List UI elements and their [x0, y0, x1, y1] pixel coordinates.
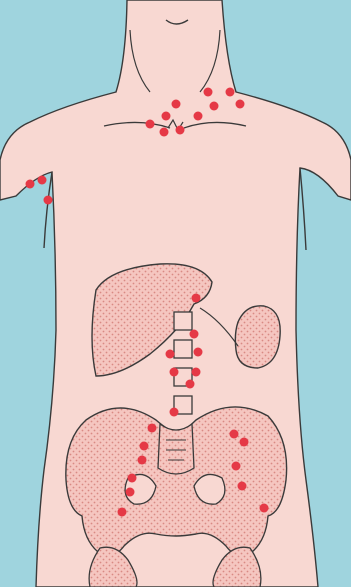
lymph-node-para-aortic	[192, 368, 201, 377]
lymph-node-iliac	[140, 442, 149, 451]
lymph-node-inguinal	[128, 474, 137, 483]
lymph-node-cervical	[194, 112, 203, 121]
lymph-node-inguinal	[260, 504, 269, 513]
vertebra	[174, 340, 192, 358]
lymph-node-supraclavicular	[162, 112, 171, 121]
lymph-node-cervical	[172, 100, 181, 109]
lymph-node-para-aortic	[166, 350, 175, 359]
lymph-node-para-aortic	[192, 294, 201, 303]
lymph-node-cervical	[204, 88, 213, 97]
lymph-node-cervical	[226, 88, 235, 97]
lymph-node-inguinal	[126, 488, 135, 497]
lymph-node-axillary	[44, 196, 53, 205]
lymph-node-iliac	[230, 430, 239, 439]
lymph-node-supraclavicular	[176, 126, 185, 135]
lymph-node-iliac	[232, 462, 241, 471]
lymph-node-iliac	[138, 456, 147, 465]
lymph-node-para-aortic	[190, 330, 199, 339]
lymph-node-para-aortic	[170, 408, 179, 417]
lymph-node-para-aortic	[186, 380, 195, 389]
lymph-node-axillary	[38, 176, 47, 185]
lymph-node-inguinal	[118, 508, 127, 517]
lymph-node-cervical	[210, 102, 219, 111]
vertebra	[174, 312, 192, 330]
lymph-node-supraclavicular	[160, 128, 169, 137]
lymph-node-axillary	[26, 180, 35, 189]
lymph-node-para-aortic	[170, 368, 179, 377]
lymph-node-iliac	[238, 482, 247, 491]
lymph-node-cervical	[236, 100, 245, 109]
sacrum	[158, 424, 194, 474]
lymph-node-iliac	[148, 424, 157, 433]
spleen	[235, 306, 280, 368]
lymph-node-para-aortic	[194, 348, 203, 357]
lymph-node-iliac	[240, 438, 249, 447]
lymph-node-supraclavicular	[146, 120, 155, 129]
